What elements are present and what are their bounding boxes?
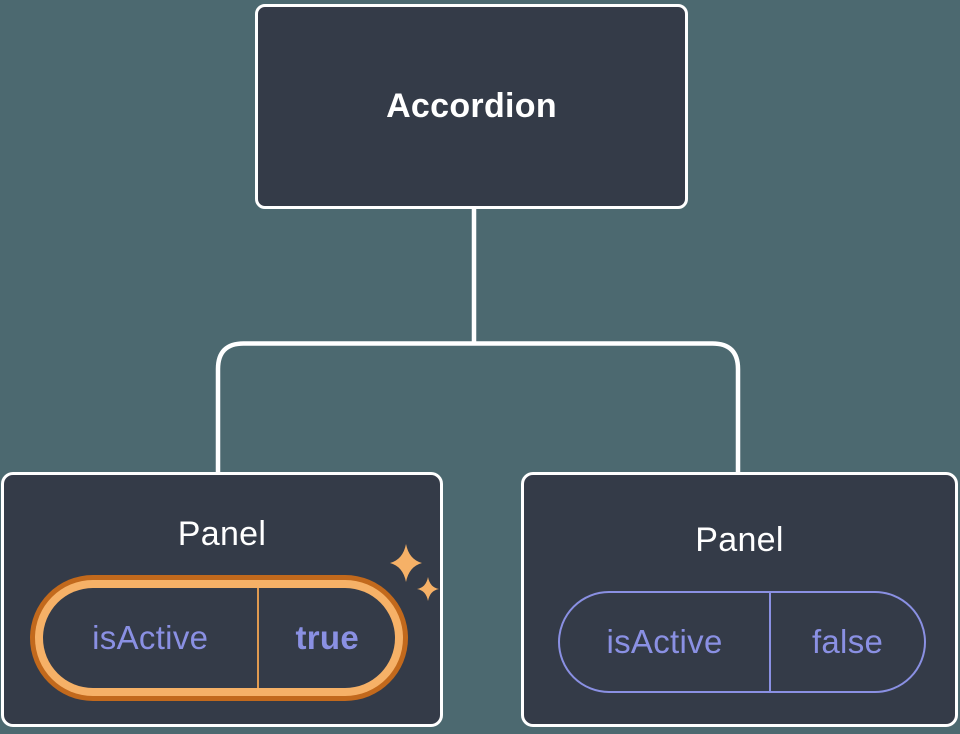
node-accordion: Accordion — [255, 4, 688, 209]
state-pill-active-ring: isActive true — [35, 580, 403, 696]
state-value-label: true — [295, 619, 359, 656]
state-key-label: isActive — [92, 619, 209, 656]
state-key-cell: isActive — [43, 588, 260, 688]
state-value-label: false — [811, 623, 884, 660]
panel-title: Panel — [695, 521, 784, 559]
node-panel-inactive: Panel isActive false — [521, 472, 958, 727]
state-pill-active: isActive true — [30, 575, 408, 701]
state-key-cell: isActive — [560, 593, 772, 691]
state-value-cell: false — [771, 593, 924, 691]
node-panel-active: Panel isActive true — [1, 472, 443, 727]
panel-title: Panel — [177, 515, 267, 553]
state-key-label: isActive — [606, 623, 723, 660]
state-pill-inactive: isActive false — [558, 591, 926, 693]
sparkle-icon — [390, 544, 439, 601]
node-accordion-label: Accordion — [386, 87, 557, 125]
state-value-cell: true — [259, 588, 395, 688]
state-pill-active-body: isActive true — [43, 588, 395, 688]
